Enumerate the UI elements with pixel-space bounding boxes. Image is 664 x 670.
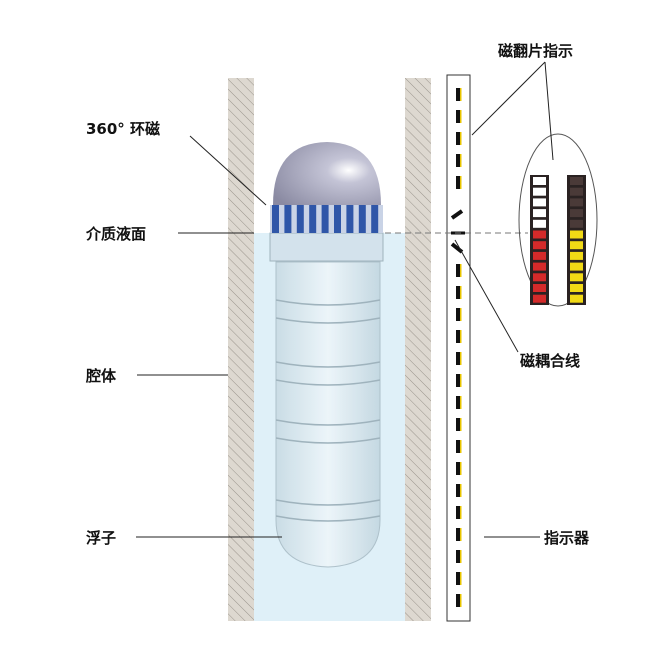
flap-edge [460,154,462,167]
flap [456,352,460,365]
ring-magnet-segment [309,205,317,233]
flap-yellow [570,230,583,239]
flap-red [533,273,546,282]
flap-dark [570,219,583,228]
flap-white [533,187,546,196]
flap [456,440,460,453]
flap-turning [450,242,464,254]
flap-edge [460,110,462,123]
float [269,142,384,568]
ring-magnet-segment [272,205,279,233]
flap-edge [460,88,462,101]
flap [456,286,460,299]
flap [456,550,460,563]
label-indicator: 指示器 [544,529,590,547]
flap-edge [460,308,462,321]
ring-magnet-segment [334,205,341,233]
ring-magnet-segment [346,205,354,233]
flap-yellow [570,262,583,271]
flap [456,132,460,145]
flap-edge [460,396,462,409]
flap-red [533,294,546,303]
flap-red [533,284,546,292]
flap-edge [460,528,462,541]
flap-dark [570,198,583,207]
flap-white [533,219,546,228]
flap-dark [570,209,583,218]
flap-yellow [570,251,583,260]
flap [456,418,460,431]
flap [456,396,460,409]
flap [456,88,460,101]
flap-detail-callout [518,133,598,307]
indicator-strip [446,74,471,622]
label-coupling-line: 磁耦合线 [520,352,580,370]
ring-magnet-segment [321,205,329,233]
ring-magnet-segment [284,205,292,233]
flap-yellow [570,284,583,292]
label-flap-indicator: 磁翻片指示 [498,42,573,60]
chamber-wall-left [228,78,254,621]
flap-edge [460,462,462,475]
flap-edge [460,286,462,299]
flap-detail-columns [530,175,586,305]
flap [456,462,460,475]
flap [456,528,460,541]
flap-edge [460,352,462,365]
flap-edge [460,374,462,387]
flap-edge [460,572,462,585]
flap [456,572,460,585]
flap-white [533,177,546,185]
ring-magnet-segment [296,205,304,233]
flap-dark [570,177,583,185]
flap [456,308,460,321]
flap-edge [460,418,462,431]
flap [456,330,460,343]
flap-edge [460,440,462,453]
flap [456,110,460,123]
flap-edge [460,176,462,189]
flap-edge [460,484,462,497]
flap [456,176,460,189]
flap-edge [460,506,462,519]
float-lower-ring [269,232,384,262]
flap-red [533,251,546,260]
flap-yellow [570,241,583,250]
flap-dark [570,187,583,196]
flap-edge [460,550,462,563]
ring-magnet-segment [358,205,366,233]
flap-yellow [570,273,583,282]
flap-edge [460,132,462,145]
flap-red [533,262,546,271]
flap-white [533,209,546,218]
label-float: 浮子 [86,529,116,547]
flap-white [533,198,546,207]
flap-turning [450,209,464,220]
flap-yellow [570,294,583,303]
flap [456,484,460,497]
flap-edge [460,330,462,343]
label-ring-magnet: 360° 环磁 [86,120,160,138]
flap [456,594,460,607]
flap-edge [460,264,462,277]
label-chamber: 腔体 [85,367,117,385]
ring-magnet [270,205,383,233]
leader-lines [136,61,554,538]
flap-column [530,175,549,305]
chamber-wall-right [405,78,431,621]
ring-magnet-segment [371,205,379,233]
flap-red [533,241,546,250]
flap [456,154,460,167]
float-dome [273,142,381,205]
flap-column [567,175,586,305]
flap [456,506,460,519]
flap [456,374,460,387]
flap [456,264,460,277]
flap-edge [460,594,462,607]
label-liquid-surface: 介质液面 [85,225,146,243]
flap-red [533,230,546,239]
